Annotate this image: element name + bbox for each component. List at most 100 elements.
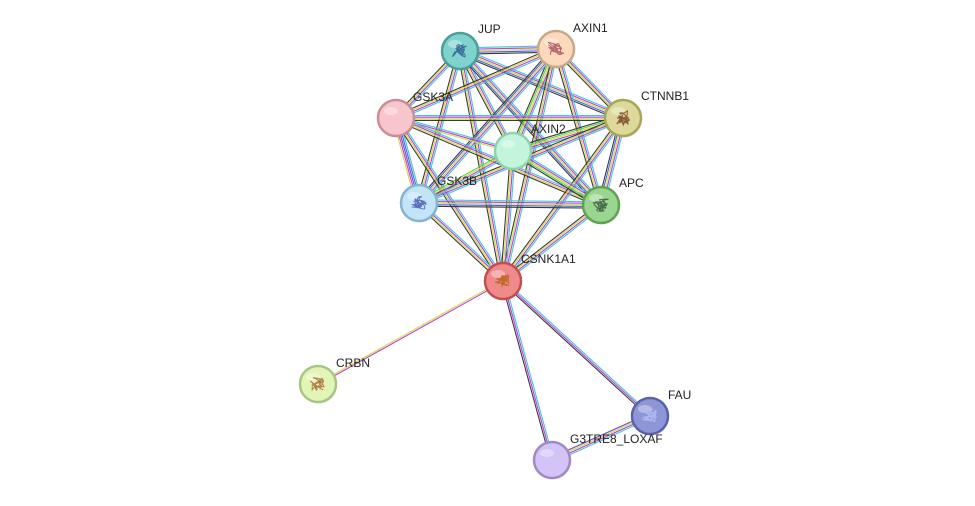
node-label: G3TRE8_LOXAF [570, 432, 663, 446]
edge-line-magenta [503, 118, 625, 282]
node-jup[interactable]: JUP [440, 22, 501, 71]
node-highlight [448, 40, 462, 48]
node-label: AXIN1 [573, 21, 608, 35]
edge-axin2-csnk1a1[interactable] [500, 150, 516, 282]
edge-line-cyan [504, 151, 516, 282]
edge-line-magenta [460, 49, 603, 205]
edge-line-yellow [317, 279, 503, 384]
protein-structure-icon [309, 377, 325, 391]
node-label: JUP [478, 22, 501, 36]
node-circle[interactable] [493, 131, 533, 171]
edge-line-black [393, 119, 502, 283]
protein-structure-icon [494, 274, 510, 287]
node-label: GSK3A [413, 90, 453, 104]
node-label: CSNK1A1 [521, 252, 576, 266]
node-crbn[interactable]: CRBN [298, 356, 370, 404]
edge-csnk1a1-crbn[interactable] [317, 279, 504, 386]
edge-line-cyan [504, 206, 603, 284]
node-highlight [540, 449, 554, 457]
node-fau[interactable]: FAU [630, 388, 691, 436]
edge-line-yellow [417, 50, 460, 203]
edge-line-magenta [318, 281, 504, 386]
node-highlight [638, 405, 652, 413]
edge-line-cyan [419, 199, 602, 203]
edge-line-black [418, 205, 601, 209]
edge-line-yellow [501, 117, 623, 281]
edge-line-blue [417, 47, 556, 203]
node-label: CTNNB1 [641, 89, 689, 103]
edge-line-black [511, 114, 623, 149]
edge-line-cyan [420, 50, 559, 206]
edge-line-magenta [502, 280, 553, 461]
edge-axin1-gsk3b[interactable] [416, 46, 559, 206]
edge-line-cyan [503, 279, 652, 416]
protein-structure-icon [410, 196, 427, 210]
edge-line-cyan [420, 51, 463, 204]
protein-structure-icon [547, 41, 565, 55]
edge-line-black [394, 119, 601, 208]
edge-line-black [416, 204, 502, 284]
node-label: AXIN2 [531, 122, 566, 136]
edge-line-blue [418, 204, 601, 208]
edge-line-black [501, 202, 600, 280]
edge-line-cyan [396, 115, 514, 150]
edge-line-magenta [502, 280, 651, 417]
node-highlight [384, 107, 398, 115]
edge-line-black [501, 281, 650, 418]
node-circle[interactable] [532, 440, 572, 480]
node-label: APC [619, 176, 644, 190]
node-ctnnb1[interactable]: CTNNB1 [603, 89, 689, 138]
edge-line-yellow [418, 48, 557, 204]
edge-line-yellow [554, 49, 601, 206]
node-circle[interactable] [298, 364, 338, 404]
node-apc[interactable]: APC [581, 176, 644, 225]
edge-line-magenta [556, 48, 603, 205]
edge-line-magenta [503, 151, 515, 282]
edge-line-black [500, 116, 622, 280]
edge-jup-gsk3b[interactable] [416, 50, 463, 204]
edge-line-magenta [419, 49, 558, 205]
node-g3tre8-loxaf[interactable]: G3TRE8_LOXAF [532, 432, 663, 480]
edge-line-magenta [503, 205, 602, 283]
node-label: CRBN [336, 356, 370, 370]
protein-structure-icon [641, 408, 658, 422]
protein-structure-icon [616, 110, 631, 127]
edge-line-magenta [419, 200, 602, 204]
edge-axin1-apc[interactable] [553, 48, 604, 206]
edge-line-cyan [420, 200, 506, 280]
node-gsk3b[interactable]: GSK3B [399, 174, 477, 223]
node-axin2[interactable]: AXIN2 [493, 122, 566, 171]
edge-line-black [416, 46, 555, 202]
edge-line-yellow [502, 203, 601, 281]
node-circle[interactable] [376, 98, 416, 138]
edge-axin1-gsk3a[interactable] [394, 46, 558, 121]
edge-line-cyan [504, 49, 559, 282]
edge-line-magenta [396, 49, 557, 120]
node-label: GSK3B [437, 174, 477, 188]
edge-line-cyan [397, 116, 506, 280]
edge-line-cyan [396, 50, 558, 121]
node-highlight [501, 140, 515, 148]
edge-apc-csnk1a1[interactable] [501, 202, 603, 284]
edge-line-magenta [396, 117, 505, 281]
edge-gsk3a-ctnnb1[interactable] [396, 115, 623, 121]
edge-line-cyan [557, 48, 604, 205]
edge-line-black [394, 46, 556, 117]
edge-line-cyan [504, 280, 555, 460]
node-label: FAU [668, 388, 691, 402]
edges-layer [317, 45, 652, 463]
edge-csnk1a1-fau[interactable] [501, 279, 652, 418]
protein-structure-icon [451, 44, 467, 58]
edge-gsk3b-apc[interactable] [418, 199, 602, 209]
node-csnk1a1[interactable]: CSNK1A1 [483, 252, 576, 301]
edge-line-yellow [418, 202, 602, 206]
edge-csnk1a1-g3tre8-loxaf[interactable] [500, 280, 555, 461]
edge-line-magenta [419, 51, 462, 204]
node-gsk3a[interactable]: GSK3A [376, 90, 453, 138]
node-highlight [589, 194, 603, 202]
node-axin1[interactable]: AXIN1 [536, 21, 608, 69]
edge-line-black [500, 281, 551, 461]
edge-line-black [500, 48, 555, 281]
